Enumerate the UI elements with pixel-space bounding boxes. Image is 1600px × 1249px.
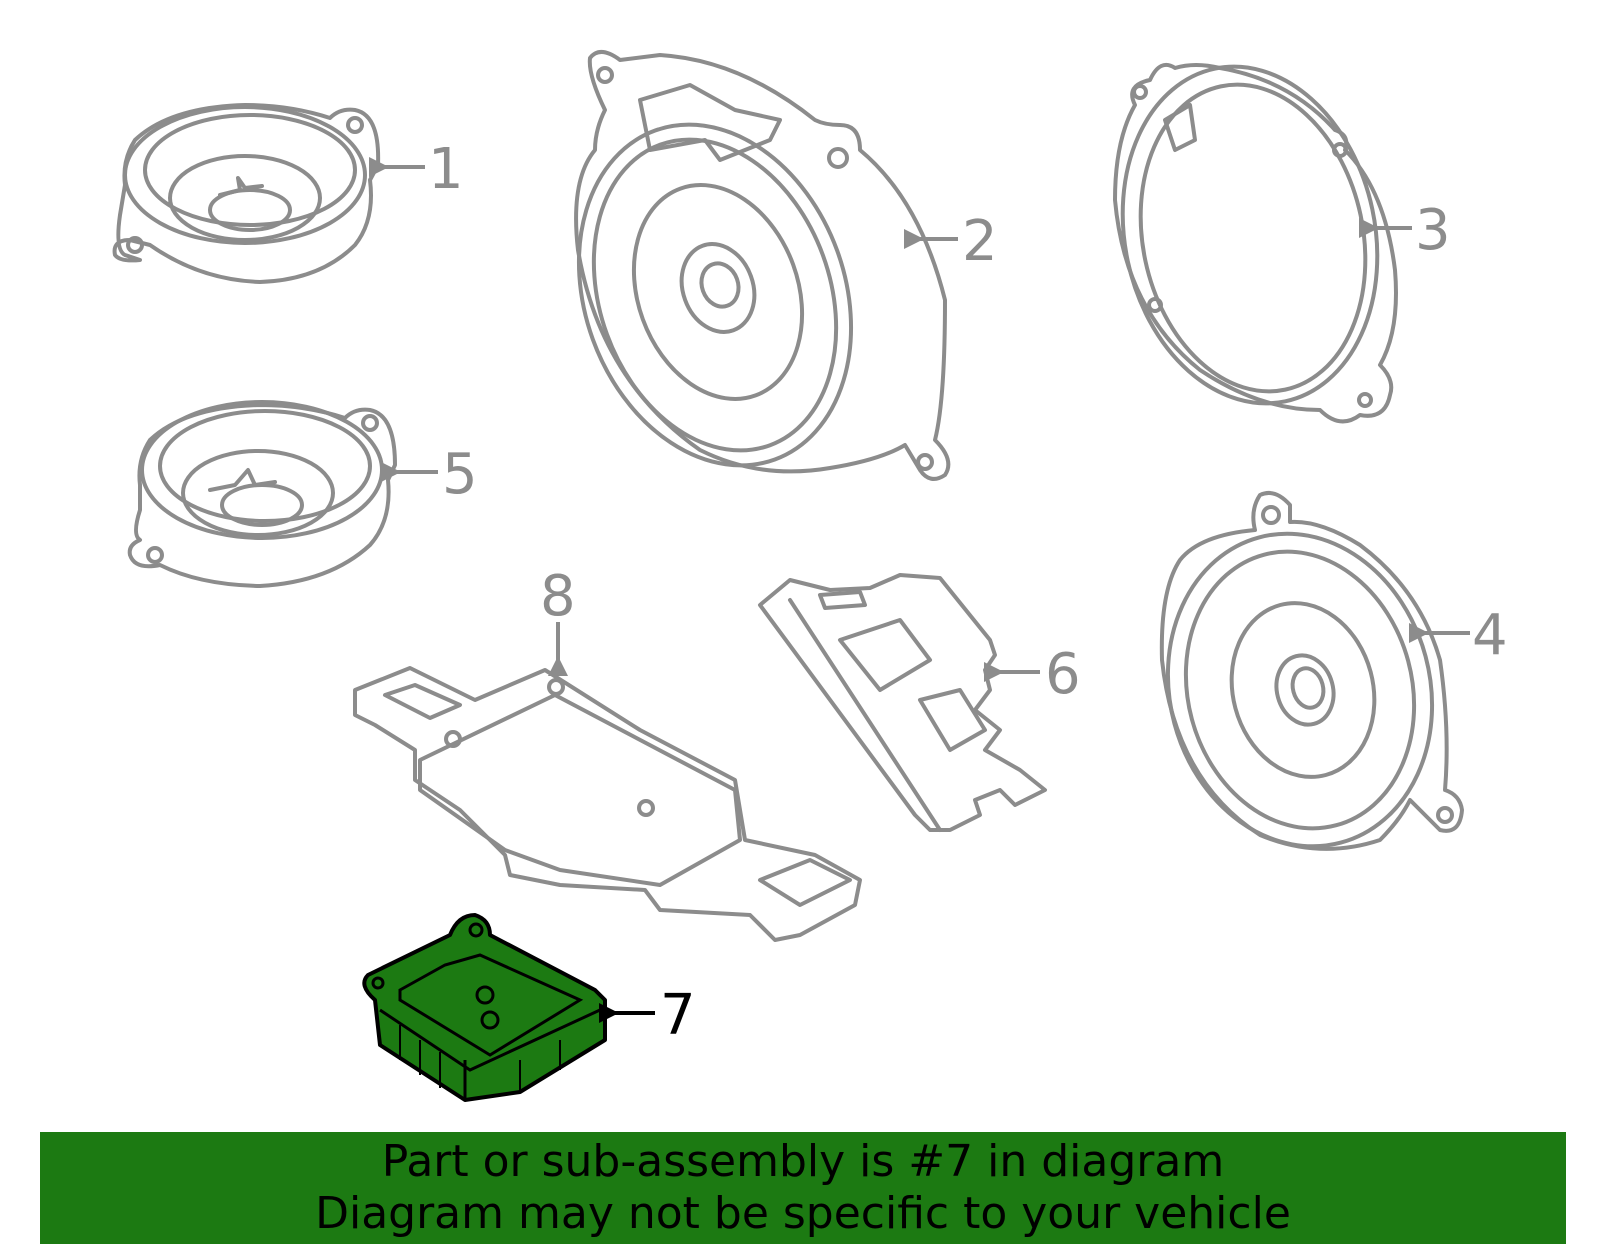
callout-5: 5	[381, 442, 478, 507]
part-7-amplifier-module[interactable]	[362, 913, 607, 1102]
svg-text:4: 4	[1472, 603, 1508, 668]
callout-7: 7	[599, 983, 696, 1048]
part-5-speaker[interactable]	[127, 400, 397, 588]
svg-text:5: 5	[442, 442, 478, 507]
banner-line-1: Part or sub-assembly is #7 in diagram	[381, 1136, 1225, 1187]
callout-3: 3	[1359, 198, 1451, 263]
svg-text:1: 1	[428, 137, 464, 202]
part-8-module[interactable]	[353, 666, 862, 942]
callout-2: 2	[904, 209, 998, 274]
svg-text:6: 6	[1045, 642, 1081, 707]
svg-text:8: 8	[540, 564, 576, 629]
callout-8: 8	[540, 564, 576, 676]
part-4-speaker[interactable]	[1134, 491, 1467, 876]
banner-line-2: Diagram may not be specific to your vehi…	[315, 1188, 1291, 1239]
part-3-adapter-ring[interactable]	[1092, 43, 1407, 428]
svg-text:7: 7	[660, 983, 696, 1048]
callout-6: 6	[984, 642, 1081, 707]
part-6-bracket[interactable]	[758, 573, 1047, 832]
part-2-speaker[interactable]	[533, 50, 951, 504]
info-banner: Part or sub-assembly is #7 in diagram Di…	[40, 1132, 1566, 1244]
svg-text:3: 3	[1415, 198, 1451, 263]
svg-text:2: 2	[962, 209, 998, 274]
callout-1: 1	[369, 137, 464, 202]
part-1-speaker[interactable]	[112, 103, 381, 284]
callout-4: 4	[1409, 603, 1508, 668]
